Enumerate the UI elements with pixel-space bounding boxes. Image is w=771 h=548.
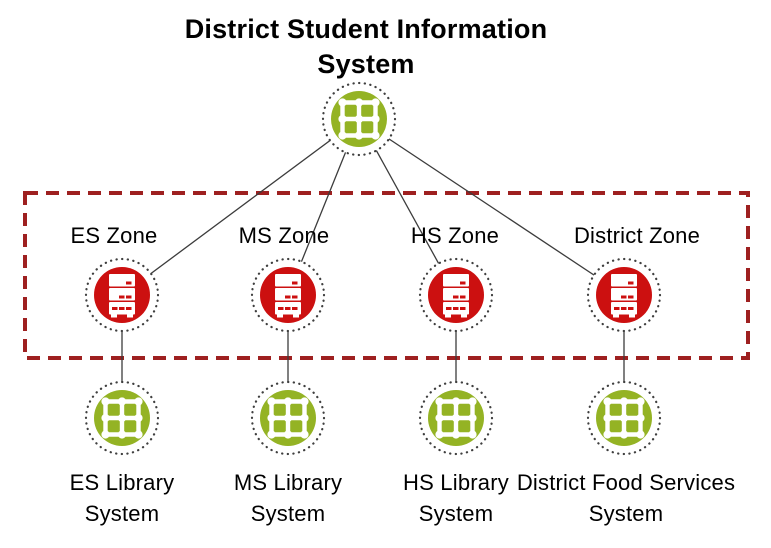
diagram-title: District Student Information System [184,14,548,79]
server-stack-icon [84,257,160,333]
zone-node-es [82,255,162,335]
system-label-ms-library: MS Library System [233,470,343,526]
root-node-district-sis [319,79,399,159]
zone-node-hs [416,255,496,335]
zone-node-district [584,255,664,335]
grid-network-icon [586,380,662,456]
system-node-district-food [584,378,664,458]
system-node-ms-library [248,378,328,458]
system-label-es-library: ES Library System [69,470,175,526]
zone-label-ms: MS Zone [238,223,330,248]
zone-node-ms [248,255,328,335]
grid-network-icon [321,81,397,157]
system-label-district-food: District Food Services System [516,470,736,526]
grid-network-icon [250,380,326,456]
server-stack-icon [418,257,494,333]
connector-root-district-zone [358,118,625,296]
server-stack-icon [250,257,326,333]
system-node-es-library [82,378,162,458]
system-node-hs-library [416,378,496,458]
server-stack-icon [586,257,662,333]
grid-network-icon [84,380,160,456]
zone-label-hs: HS Zone [410,223,500,248]
system-label-hs-library: HS Library System [403,470,509,526]
zone-label-district: District Zone [573,223,701,248]
zone-label-es: ES Zone [70,223,158,248]
connector-root-es-zone [121,118,360,296]
grid-network-icon [418,380,494,456]
zone-boundary-box [23,191,750,360]
